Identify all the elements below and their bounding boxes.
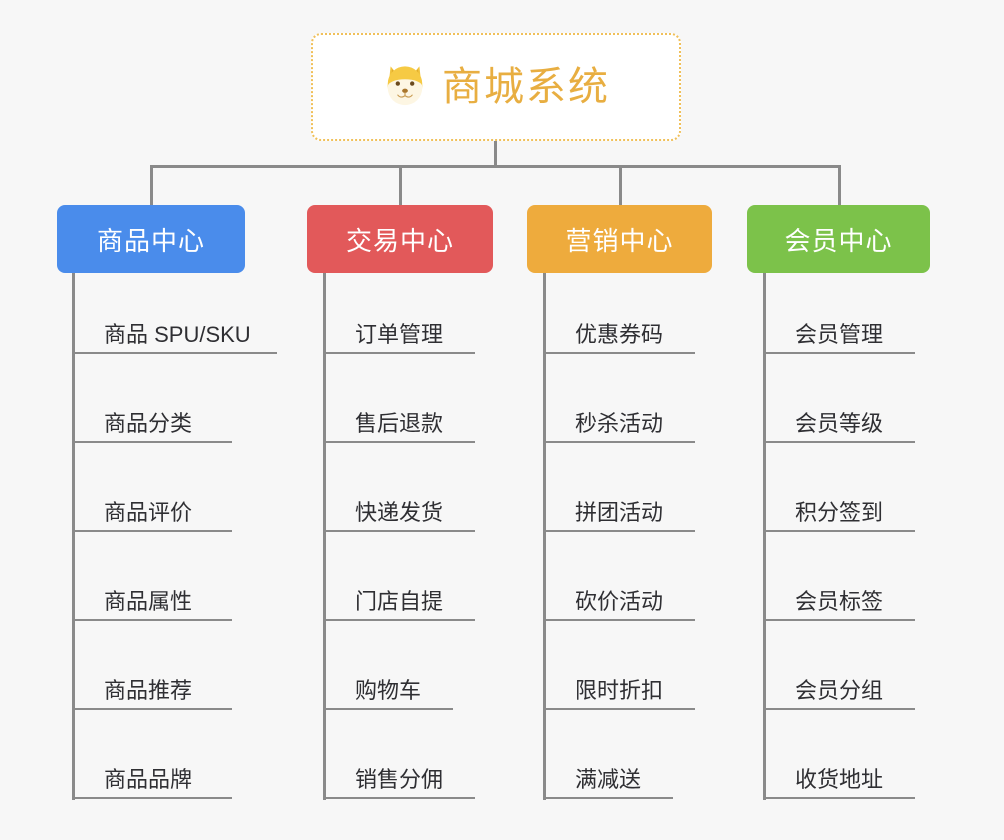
leaf-label: 秒杀活动 — [575, 411, 664, 436]
branch-header-label: 会员中心 — [784, 225, 893, 256]
leaf-item[interactable]: 销售分佣 — [323, 769, 475, 799]
leaf-label: 商品 SPU/SKU — [104, 322, 251, 347]
leaf-label: 订单管理 — [355, 322, 444, 347]
leaf-label: 商品属性 — [104, 589, 193, 614]
root-title: 商城系统 — [442, 65, 610, 109]
leaf-label: 门店自提 — [355, 589, 444, 614]
leaf-label: 商品品牌 — [104, 767, 193, 792]
branch-header-4[interactable]: 会员中心 — [747, 205, 930, 273]
drop-connector-3 — [619, 165, 622, 207]
leaf-label: 商品评价 — [104, 500, 193, 525]
leaf-label: 优惠券码 — [575, 322, 664, 347]
branch-header-label: 交易中心 — [345, 225, 454, 256]
branch-spine — [72, 273, 75, 800]
leaf-item[interactable]: 商品推荐 — [72, 680, 232, 710]
leaf-item[interactable]: 订单管理 — [323, 324, 475, 354]
leaf-label: 会员标签 — [795, 589, 884, 614]
leaf-item[interactable]: 购物车 — [323, 680, 453, 710]
leaf-item[interactable]: 商品品牌 — [72, 769, 232, 799]
leaf-label: 限时折扣 — [575, 678, 664, 703]
branch-spine — [763, 273, 766, 800]
leaf-label: 会员分组 — [795, 678, 884, 703]
leaf-label: 收货地址 — [795, 767, 884, 792]
branch-header-label: 营销中心 — [565, 225, 674, 256]
leaf-item[interactable]: 会员等级 — [763, 413, 915, 443]
leaf-label: 购物车 — [355, 678, 422, 703]
branch-header-3[interactable]: 营销中心 — [527, 205, 712, 273]
leaf-item[interactable]: 会员管理 — [763, 324, 915, 354]
drop-connector-2 — [399, 165, 402, 207]
branch-header-2[interactable]: 交易中心 — [307, 205, 493, 273]
leaf-label: 销售分佣 — [355, 767, 444, 792]
leaf-item[interactable]: 快递发货 — [323, 502, 475, 532]
branch-spine — [323, 273, 326, 800]
leaf-item[interactable]: 优惠券码 — [543, 324, 695, 354]
leaf-item[interactable]: 满减送 — [543, 769, 673, 799]
drop-connector-1 — [150, 165, 153, 207]
leaf-label: 积分签到 — [795, 500, 884, 525]
branch-header-1[interactable]: 商品中心 — [57, 205, 245, 273]
branch-header-label: 商品中心 — [96, 225, 205, 256]
leaf-item[interactable]: 积分签到 — [763, 502, 915, 532]
branch-spine — [543, 273, 546, 800]
leaf-label: 商品分类 — [104, 411, 193, 436]
rail-connector — [150, 165, 841, 168]
leaf-item[interactable]: 售后退款 — [323, 413, 475, 443]
leaf-item[interactable]: 拼团活动 — [543, 502, 695, 532]
leaf-item[interactable]: 商品属性 — [72, 591, 232, 621]
leaf-item[interactable]: 砍价活动 — [543, 591, 695, 621]
leaf-label: 拼团活动 — [575, 500, 664, 525]
leaf-item[interactable]: 商品分类 — [72, 413, 232, 443]
leaf-item[interactable]: 秒杀活动 — [543, 413, 695, 443]
leaf-item[interactable]: 会员标签 — [763, 591, 915, 621]
leaf-label: 满减送 — [575, 767, 642, 792]
leaf-item[interactable]: 商品评价 — [72, 502, 232, 532]
leaf-item[interactable]: 会员分组 — [763, 680, 915, 710]
leaf-item[interactable]: 限时折扣 — [543, 680, 695, 710]
leaf-label: 会员管理 — [795, 322, 884, 347]
leaf-label: 快递发货 — [355, 500, 444, 525]
leaf-item[interactable]: 门店自提 — [323, 591, 475, 621]
root-node[interactable]: 商城系统 — [311, 33, 681, 141]
leaf-label: 砍价活动 — [575, 589, 664, 614]
trunk-connector — [494, 141, 497, 168]
leaf-item[interactable]: 收货地址 — [763, 769, 915, 799]
leaf-label: 会员等级 — [795, 411, 884, 436]
drop-connector-4 — [838, 165, 841, 207]
shiba-dog-icon — [382, 62, 428, 113]
leaf-label: 商品推荐 — [104, 678, 193, 703]
leaf-item[interactable]: 商品 SPU/SKU — [72, 324, 277, 354]
leaf-label: 售后退款 — [355, 411, 444, 436]
